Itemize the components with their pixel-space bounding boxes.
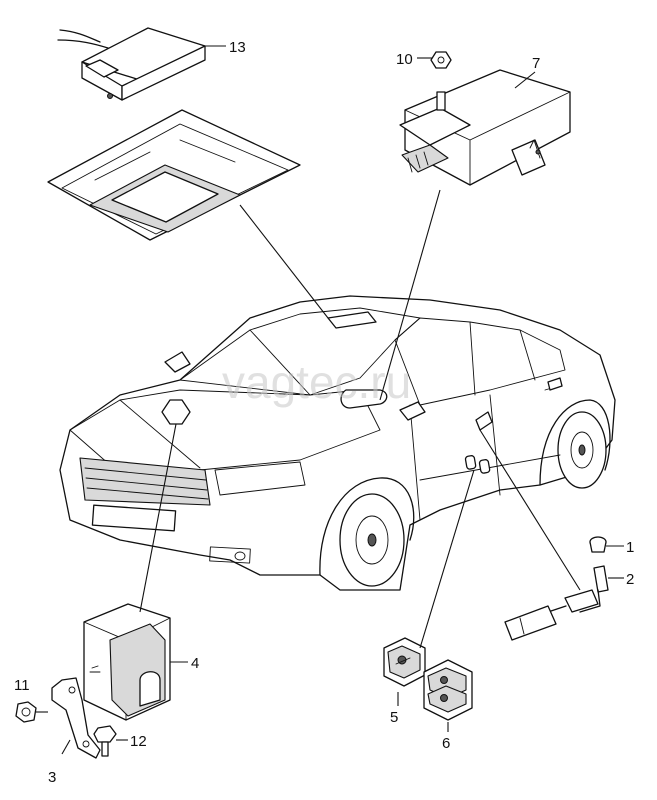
part-7-control-unit — [399, 69, 571, 186]
part-6-dual-switch — [423, 659, 473, 721]
callout-1: 1 — [626, 539, 634, 556]
callout-labels: 13 10 7 4 11 3 12 1 2 5 6 — [14, 39, 634, 786]
part-1-clip — [589, 536, 607, 553]
watermark-text: vagtec.ru — [222, 356, 411, 408]
callout-11: 11 — [14, 677, 30, 694]
car-illustration — [59, 295, 616, 591]
callout-13: 13 — [229, 39, 246, 56]
callout-4: 4 — [191, 655, 199, 672]
seat-occupancy-mat — [47, 109, 301, 241]
callout-3: 3 — [48, 769, 56, 786]
callout-7: 7 — [532, 55, 540, 72]
part-5-switch — [383, 637, 426, 687]
callout-6: 6 — [442, 735, 450, 752]
part-4-sensor-module — [83, 603, 171, 721]
callout-2: 2 — [626, 571, 634, 588]
callout-5: 5 — [390, 709, 398, 726]
callout-10: 10 — [396, 51, 413, 68]
part-11-nut — [15, 701, 37, 723]
part-10-nut — [430, 51, 452, 69]
part-12-bolt — [93, 725, 117, 757]
leader-lines — [36, 45, 624, 755]
part-2-connector — [504, 565, 609, 641]
part-13-control-module — [57, 27, 206, 101]
callout-12: 12 — [130, 733, 147, 750]
part-3-bracket — [51, 677, 101, 759]
